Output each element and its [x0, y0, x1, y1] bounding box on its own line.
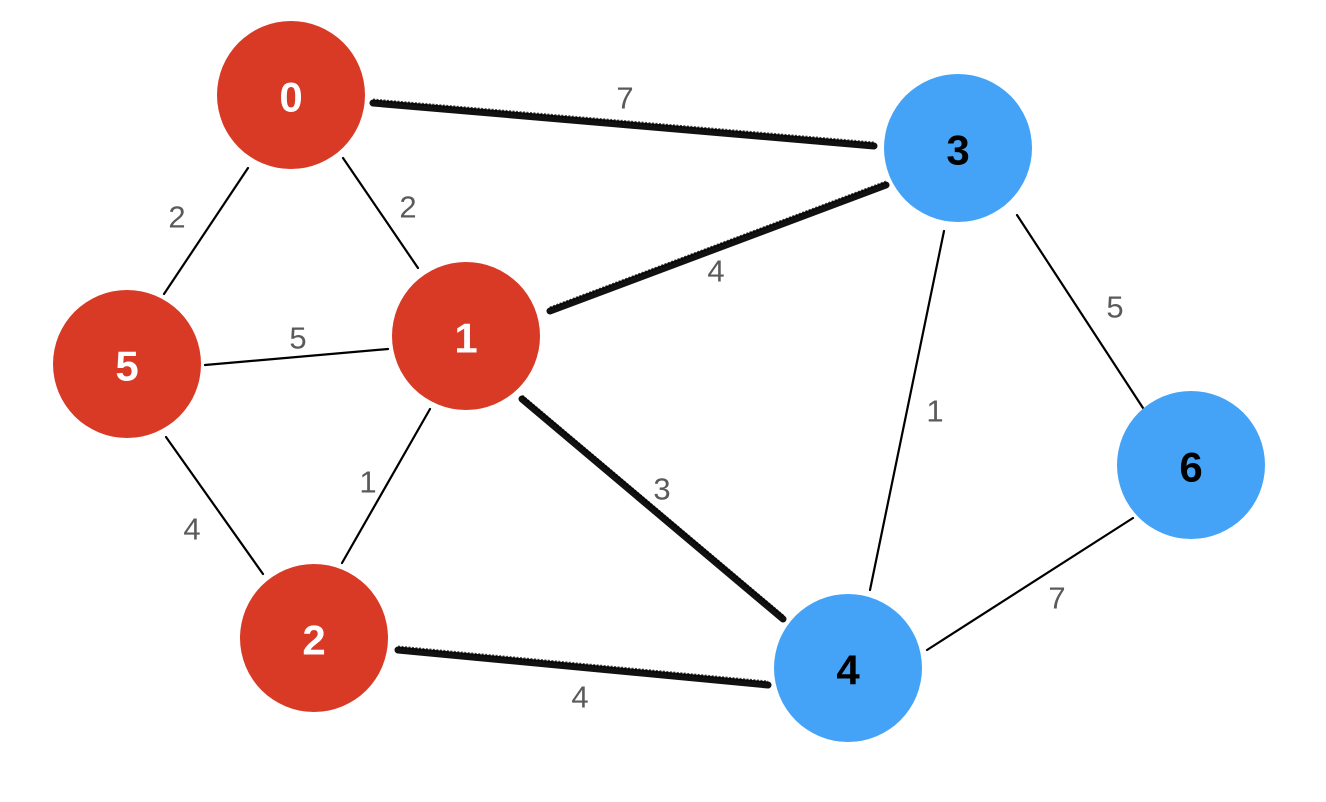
edge-weight-4-6: 7 [1048, 581, 1065, 616]
weights-layer: 7 2 2 5 4 1 4 3 4 1 5 7 [168, 81, 1123, 715]
edge-weight-0-1: 2 [399, 190, 416, 225]
edge-line-1-2 [340, 407, 432, 565]
node-5: 5 [53, 290, 201, 438]
edge-weight-3-4: 1 [926, 394, 943, 429]
edge-weight-3-6: 5 [1106, 290, 1123, 325]
node-3: 3 [884, 74, 1032, 222]
node-label-6: 6 [1179, 444, 1202, 491]
edge-texture-1-3 [549, 180, 887, 310]
nodes-layer: 0 1 2 3 4 5 6 [53, 21, 1265, 742]
edge-0-5 [162, 166, 250, 296]
node-label-2: 2 [302, 617, 325, 664]
node-circle-0 [217, 21, 365, 169]
node-label-1: 1 [454, 315, 477, 362]
edge-line-4-6 [925, 516, 1135, 652]
edge-2-4-cut [394, 645, 772, 689]
edges-layer [162, 98, 1145, 689]
edge-weight-1-4: 3 [653, 472, 670, 507]
edge-weight-1-2: 1 [359, 465, 376, 500]
edge-line-5-2 [164, 435, 265, 576]
edge-weight-5-1: 5 [289, 321, 306, 356]
edge-line-1-4 [518, 395, 787, 623]
edge-weight-0-3: 7 [616, 81, 633, 116]
edge-weight-1-3: 4 [707, 254, 724, 289]
edge-0-1 [341, 156, 420, 270]
node-4: 4 [774, 594, 922, 742]
edge-3-4 [868, 229, 946, 592]
node-2: 2 [240, 564, 388, 712]
edge-weight-5-2: 4 [183, 512, 200, 547]
node-circle-2 [240, 564, 388, 712]
node-circle-1 [392, 262, 540, 410]
edge-line-1-3 [546, 181, 890, 315]
node-label-0: 0 [279, 74, 302, 121]
edge-3-6 [1015, 213, 1145, 410]
node-0: 0 [217, 21, 365, 169]
edge-line-5-1 [203, 347, 390, 367]
edge-line-0-1 [341, 156, 420, 270]
edge-1-4-cut [518, 394, 787, 623]
node-1: 1 [392, 262, 540, 410]
edge-5-1 [203, 347, 390, 367]
node-circle-4 [774, 594, 922, 742]
edge-line-3-4 [868, 229, 946, 592]
node-circle-3 [884, 74, 1032, 222]
node-label-3: 3 [946, 127, 969, 174]
edge-0-3-cut [369, 98, 878, 150]
edge-texture-2-4 [397, 645, 769, 684]
node-label-5: 5 [115, 343, 138, 390]
edge-texture-1-4 [521, 394, 784, 618]
node-6: 6 [1117, 391, 1265, 539]
edge-1-2 [340, 407, 432, 565]
edge-1-3-cut [546, 180, 890, 315]
node-circle-5 [53, 290, 201, 438]
edge-weight-2-4: 4 [571, 680, 588, 715]
node-circle-6 [1117, 391, 1265, 539]
node-label-4: 4 [836, 647, 860, 694]
edge-line-3-6 [1015, 213, 1145, 410]
edge-5-2 [164, 435, 265, 576]
edge-line-0-3 [369, 99, 878, 150]
edge-line-2-4 [394, 646, 772, 689]
edge-line-0-5 [162, 166, 250, 296]
edge-weight-0-5: 2 [168, 200, 185, 235]
edge-4-6 [925, 516, 1135, 652]
